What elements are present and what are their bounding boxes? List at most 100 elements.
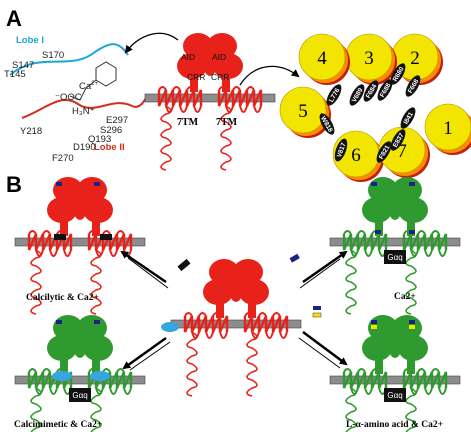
- crr-stalk: [190, 72, 198, 92]
- residue-label: S296: [100, 125, 122, 136]
- helix-number: 3: [364, 48, 374, 69]
- membrane: [144, 93, 276, 103]
- intracellular-loops: [35, 387, 72, 395]
- ca-ion-icon: [371, 182, 377, 186]
- intracellular-tail: [30, 387, 42, 432]
- venus-flytrap-lobe: [47, 197, 77, 223]
- receptor-dimer-a: [144, 33, 276, 171]
- residue-marker: [400, 107, 416, 129]
- transmembrane-helices: [27, 233, 73, 251]
- intracellular-tail: [405, 387, 417, 432]
- intracellular-tail: [186, 331, 198, 397]
- intracellular-loops: [350, 387, 387, 395]
- intracellular-tail: [220, 105, 232, 171]
- dimer-interface: [387, 184, 403, 220]
- residue-label: D190: [73, 142, 96, 153]
- intracellular-tail: [30, 249, 42, 315]
- intracellular-tail: [246, 331, 258, 397]
- dimer-interface: [72, 184, 88, 220]
- ligand-block: [371, 325, 377, 329]
- ca-ion-icon: [56, 182, 62, 186]
- binding-site-diagram: Lobe I Lobe II ⁻OOC H₃N⁺ Ca2+ S170 S147 …: [4, 35, 149, 164]
- panel-label-a: A: [6, 6, 22, 31]
- g-protein-label: Gαq: [387, 253, 402, 262]
- intracellular-tail: [345, 387, 357, 432]
- calcimimetic-icon: [161, 322, 179, 332]
- helix-number: 4: [317, 48, 327, 69]
- helix-number: 7: [397, 141, 407, 162]
- crr-stalk: [60, 216, 68, 236]
- residue-marker: [390, 129, 406, 151]
- transmembrane-helices: [27, 371, 73, 389]
- ca-ion-icon: [94, 320, 100, 324]
- residue-marker: [326, 84, 342, 106]
- transmembrane-helices: [342, 371, 388, 389]
- panel-label-b: B: [6, 172, 22, 197]
- ca-ion-icon: [313, 306, 321, 310]
- ca-ion-icon: [289, 253, 300, 263]
- residue-label: F270: [52, 153, 74, 164]
- transmembrane-helices: [402, 371, 448, 389]
- carboxylate-label: ⁻OOC: [55, 92, 82, 103]
- transmembrane-helices: [157, 89, 203, 107]
- residue-label: T145: [4, 69, 26, 80]
- caption-calcilytic: Calcilytic & Ca2+: [26, 293, 99, 303]
- receptor-a-labels: AID AID CRR CRR 7TM 7TM: [177, 52, 238, 128]
- intracellular-tail: [405, 249, 417, 315]
- ca-ion-icon: [94, 182, 100, 186]
- transmembrane-helices: [243, 315, 289, 333]
- venus-flytrap-lobe: [362, 335, 392, 361]
- arrow-to-binding-site: [124, 32, 179, 54]
- venus-flytrap-lobe: [239, 279, 269, 305]
- g-protein-label: Gαq: [387, 391, 402, 400]
- intracellular-loops: [410, 387, 447, 395]
- residue-label: E297: [106, 115, 128, 126]
- crr-stalk: [407, 354, 415, 374]
- crr-stalk: [92, 354, 100, 374]
- extracellular-loops: [343, 368, 380, 373]
- helix-cylinder: [298, 33, 346, 81]
- residue-marker: [377, 79, 393, 101]
- membrane: [329, 237, 461, 247]
- venus-flytrap-lobe: [47, 335, 77, 361]
- receptor-calcimimetic-state: Gαq: [14, 315, 146, 432]
- crr-stalk: [248, 298, 256, 318]
- intracellular-loops: [410, 249, 447, 257]
- residue-marker: [363, 80, 379, 102]
- extracellular-loops: [158, 86, 195, 91]
- venus-flytrap-lobe: [398, 335, 428, 361]
- membrane: [14, 237, 146, 247]
- ligand-block: [409, 325, 415, 329]
- ca-ion-icon: [371, 320, 377, 324]
- residue-label: Q193: [88, 134, 111, 145]
- helix-residue: V817: [334, 138, 348, 162]
- receptor-resting-state: [170, 259, 302, 397]
- g-protein: [384, 388, 406, 402]
- crr-label-right: CRR: [211, 72, 229, 82]
- transmembrane-helices: [402, 233, 448, 251]
- residue-label: S170: [42, 50, 64, 61]
- extracellular-loops: [88, 368, 125, 373]
- helix-number: 5: [298, 101, 308, 122]
- residue-marker: [349, 84, 365, 106]
- residue-marker: [376, 141, 392, 163]
- receptor-amino-acid-state: Gαq: [329, 315, 461, 432]
- 7tm-label-left: 7TM: [177, 117, 199, 128]
- residue-label: Y218: [20, 126, 42, 137]
- residue-marker: [390, 63, 406, 85]
- ca-ion-icon: [409, 320, 415, 324]
- intracellular-tail: [345, 249, 357, 315]
- crr-stalk: [375, 216, 383, 236]
- lobe-2-label: Lobe II: [94, 142, 125, 153]
- equilibrium-arrows: [120, 250, 348, 371]
- residue-marker: [405, 75, 421, 97]
- residue-label: V817: [336, 142, 348, 159]
- intracellular-loops: [251, 331, 288, 339]
- calcimimetic-icon: [52, 371, 72, 381]
- dimer-interface: [72, 322, 88, 358]
- membrane: [14, 375, 146, 385]
- venus-flytrap-lobe: [398, 197, 428, 223]
- helix-cylinder: [424, 103, 471, 151]
